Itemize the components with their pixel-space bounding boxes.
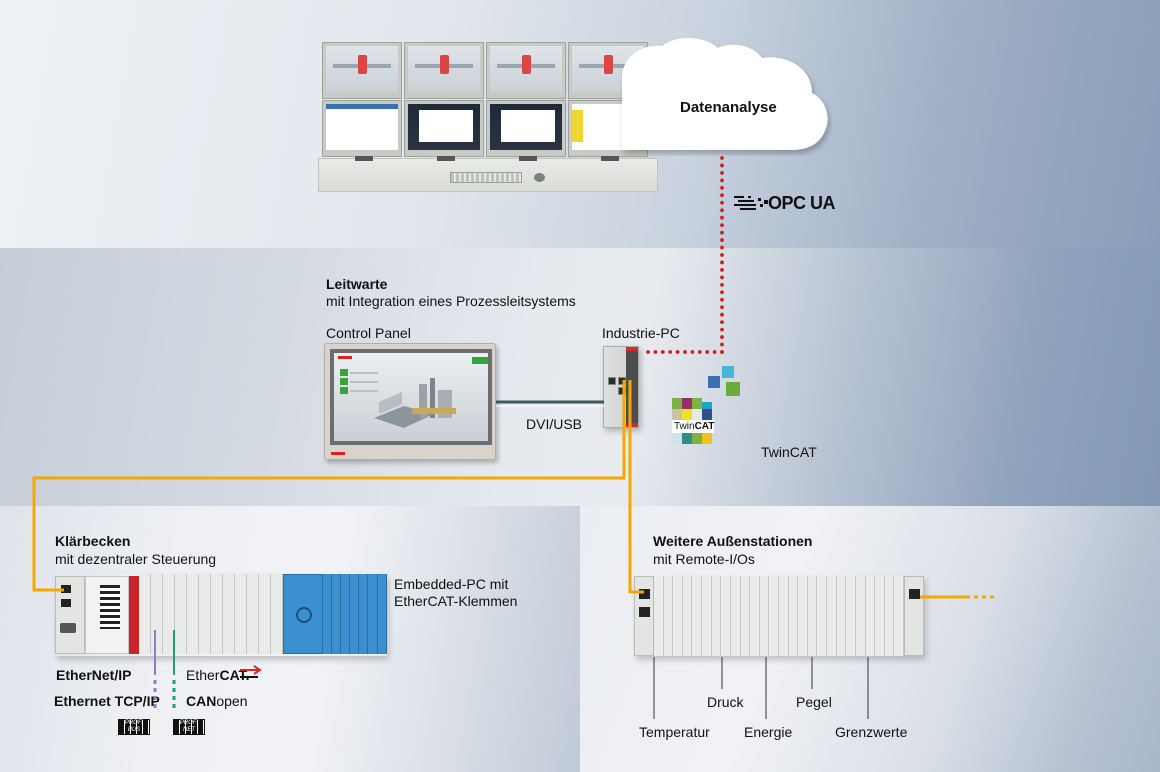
- io-terminal: [247, 574, 259, 654]
- aussenstationen-subtitle: mit Remote-I/Os: [653, 551, 755, 567]
- io-terminal: [163, 574, 175, 654]
- canopen-logo: CANopen: [186, 693, 248, 709]
- io-terminal: [259, 574, 271, 654]
- twincat-logo: TwinCAT: [672, 366, 752, 458]
- monitor: [404, 42, 484, 99]
- io-terminal: [673, 576, 683, 656]
- leitwarte-title: Leitwarte: [326, 276, 388, 292]
- twincat-label: TwinCAT: [761, 444, 817, 460]
- monitor: [404, 100, 484, 157]
- ex-io-terminal: [369, 574, 378, 654]
- monitor: [486, 100, 566, 157]
- io-terminal: [692, 576, 703, 656]
- io-terminal: [664, 576, 674, 656]
- ethercat-logo: EtherCAT.: [186, 667, 250, 683]
- opcua-logo: OPC UA: [734, 193, 836, 215]
- io-terminal: [683, 576, 693, 656]
- io-terminal: [789, 576, 799, 656]
- io-terminal: [827, 576, 837, 656]
- klaerbecken-subtitle: mit dezentraler Steuerung: [55, 551, 217, 567]
- control-room-desk: [318, 40, 658, 192]
- io-terminal: [139, 574, 151, 654]
- dvi-usb-label: DVI/USB: [526, 416, 583, 432]
- io-terminal: [721, 576, 731, 656]
- signal-label-temperatur: Temperatur: [639, 724, 710, 740]
- ex-io-terminal: [332, 574, 342, 654]
- cloud-icon: [622, 38, 828, 150]
- leitwarte-subtitle: mit Integration eines Prozessleitsystems: [326, 293, 576, 309]
- embedded-pc-with-ethercat-terminals: [55, 574, 387, 656]
- io-terminal: [712, 576, 722, 656]
- io-terminal: [769, 576, 779, 656]
- profinet-logo: PROFI NET: [173, 719, 205, 735]
- ex-io-terminal: [359, 574, 369, 654]
- ethernet-port-icon: [618, 377, 626, 385]
- control-panel-device: [324, 343, 496, 460]
- ex-io-terminal: [341, 574, 351, 654]
- io-terminal: [223, 574, 235, 654]
- industrie-pc-device: [603, 346, 639, 428]
- io-terminal: [235, 574, 247, 654]
- io-terminal: [187, 574, 199, 654]
- io-terminal: [817, 576, 828, 656]
- industrie-pc-label: Industrie-PC: [602, 325, 680, 341]
- io-terminal: [798, 576, 808, 656]
- control-panel-screen: [334, 353, 488, 441]
- keyboard-icon: [450, 172, 522, 183]
- io-terminal: [199, 574, 211, 654]
- klaerbecken-title: Klärbecken: [55, 533, 131, 549]
- io-terminal: [866, 576, 876, 656]
- io-terminal: [856, 576, 866, 656]
- embedded-pc-label-line1: Embedded-PC mit: [394, 576, 509, 592]
- monitor: [322, 100, 402, 157]
- aussenstationen-title: Weitere Außenstationen: [653, 533, 813, 549]
- signal-label-druck: Druck: [707, 694, 744, 710]
- background-leitwarte-section: [0, 248, 1160, 506]
- signal-label-energie: Energie: [744, 724, 793, 740]
- io-terminal: [731, 576, 741, 656]
- io-terminal: [808, 576, 818, 656]
- io-terminal: [271, 574, 283, 654]
- signal-label-grenzwerte: Grenzwerte: [835, 724, 908, 740]
- ethernet-port-icon: [618, 387, 626, 395]
- ethernet-ip-logo: EtherNet/IP: [56, 667, 132, 683]
- embedded-pc-label-line2: EtherCAT-Klemmen: [394, 593, 518, 609]
- plant-illustration: [374, 378, 456, 428]
- trackball-icon: [534, 173, 545, 182]
- ethernet-port-icon: [608, 377, 616, 385]
- profibus-logo: PROFI BUS: [118, 719, 150, 735]
- io-terminal: [211, 574, 223, 654]
- control-panel-label: Control Panel: [326, 325, 411, 341]
- cloud-label: Datenanalyse: [680, 99, 777, 116]
- io-terminal: [175, 574, 187, 654]
- brand-logo: [338, 356, 352, 359]
- signal-label-pegel: Pegel: [796, 694, 832, 710]
- opcua-speed-icon: [734, 196, 768, 210]
- embedded-pc-cpu: [55, 576, 85, 654]
- io-terminal: [846, 576, 856, 656]
- io-terminal: [750, 576, 760, 656]
- ex-io-terminal: [350, 574, 360, 654]
- io-terminal: [760, 576, 770, 656]
- remote-io-station: [634, 576, 924, 656]
- ethernet-tcp-ip-label: Ethernet TCP/IP: [54, 693, 160, 709]
- monitor: [486, 42, 566, 99]
- io-terminal: [875, 576, 885, 656]
- io-terminal: [702, 576, 712, 656]
- io-terminal: [741, 576, 751, 656]
- io-terminal: [654, 576, 664, 656]
- io-terminal: [151, 574, 163, 654]
- monitor: [322, 42, 402, 99]
- io-terminal: [779, 576, 789, 656]
- ex-io-terminal: [378, 574, 387, 654]
- ex-io-terminal: [323, 574, 333, 654]
- io-terminal: [885, 576, 895, 656]
- io-terminal: [837, 576, 847, 656]
- io-terminal: [894, 576, 904, 656]
